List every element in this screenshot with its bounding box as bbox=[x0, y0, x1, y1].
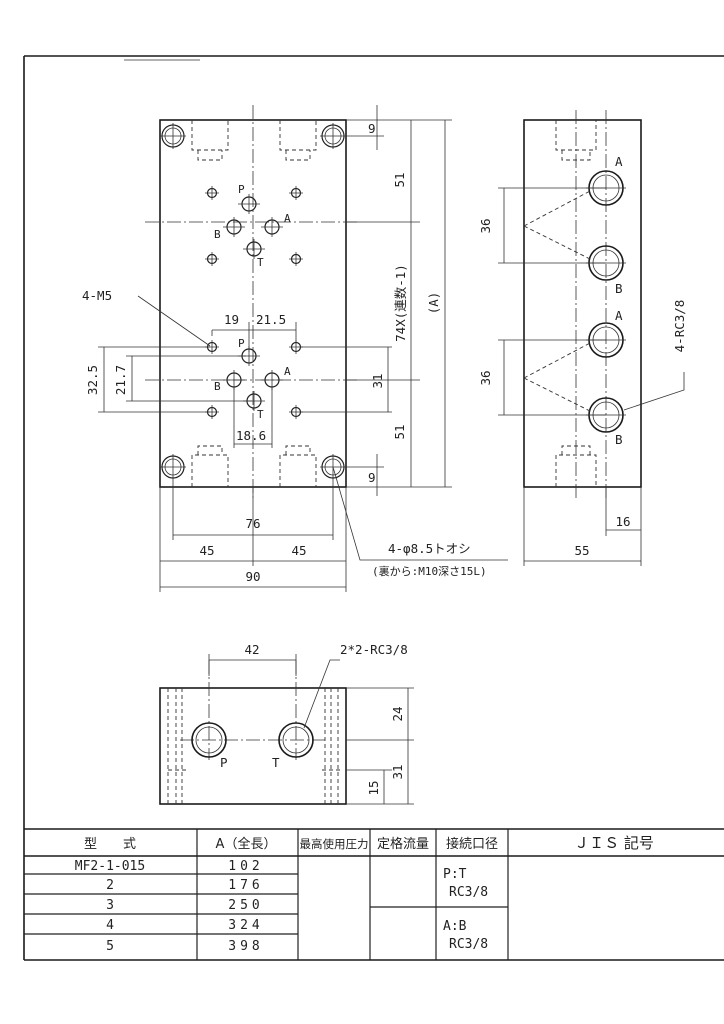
port-label-a: A bbox=[284, 365, 291, 378]
top-view-right-dims bbox=[300, 105, 452, 496]
header-model: 型 式 bbox=[84, 837, 136, 852]
dim-total-length: (A) bbox=[426, 292, 441, 315]
row-length: 102 bbox=[228, 859, 263, 874]
dim-31: 31 bbox=[370, 373, 385, 388]
row-model: 3 bbox=[106, 898, 114, 913]
end-view-outline bbox=[159, 687, 347, 805]
spec-table: 型 式 A（全長） 最高使用圧力 定格流量 接続口径 ＪＩＳ 記号 MF2-1-… bbox=[24, 828, 724, 960]
dim-9-bottom: 9 bbox=[368, 470, 376, 485]
row-model: 2 bbox=[106, 878, 114, 893]
dim-station-pitch: 74X(連数-1) bbox=[393, 264, 408, 342]
row-model: 5 bbox=[106, 939, 114, 954]
hole-note-line-1: 4-φ8.5トオシ bbox=[388, 541, 471, 556]
row-model: 4 bbox=[106, 918, 114, 933]
drawing-frame bbox=[23, 55, 724, 961]
station-1-ports bbox=[205, 186, 303, 266]
top-view: P A B T P A B T 9 9 51 51 74X(連数-1) (A) … bbox=[82, 59, 508, 592]
side-view-outline bbox=[523, 119, 642, 488]
row-model: MF2-1-015 bbox=[75, 859, 145, 874]
dim-51-bottom: 51 bbox=[392, 424, 407, 439]
row-length: 324 bbox=[228, 918, 263, 933]
end-view: 42 2*2-RC3/8 P T 24 31 15 bbox=[159, 642, 414, 805]
dim-42: 42 bbox=[244, 642, 259, 657]
side-label-4-rc3-8: 4-RC3/8 bbox=[672, 300, 687, 353]
side-port-label-b: B bbox=[615, 281, 623, 296]
header-max-pressure: 最高使用圧力 bbox=[300, 837, 369, 851]
ports-ab-label: A:B bbox=[443, 919, 467, 934]
dim-16: 16 bbox=[615, 514, 630, 529]
dim-21-5: 21.5 bbox=[256, 312, 286, 327]
dim-36-bottom: 36 bbox=[478, 370, 493, 385]
dim-18-6: 18.6 bbox=[236, 428, 266, 443]
hidden-bores bbox=[191, 120, 317, 487]
dim-45-left: 45 bbox=[199, 543, 214, 558]
dim-15: 15 bbox=[366, 780, 381, 795]
dim-24: 24 bbox=[390, 706, 405, 721]
ports-pt-label: P:T bbox=[443, 867, 467, 882]
end-label-2x2-rc3-8: 2*2-RC3/8 bbox=[340, 642, 408, 657]
port-label-b: B bbox=[214, 228, 221, 241]
dim-19: 19 bbox=[224, 312, 239, 327]
dim-9-top: 9 bbox=[368, 121, 376, 136]
side-port-label-a: A bbox=[615, 154, 623, 169]
end-view-ports bbox=[191, 722, 314, 758]
header-jis-symbol: ＪＩＳ 記号 bbox=[574, 834, 654, 852]
hole-note-line-2: (裏から:M10深さ15L) bbox=[372, 564, 487, 578]
end-port-label-t: T bbox=[272, 755, 280, 770]
port-label-a: A bbox=[284, 212, 291, 225]
header-port-size: 接続口径 bbox=[446, 836, 498, 852]
port-label-t: T bbox=[257, 256, 264, 269]
dim-32-5: 32.5 bbox=[85, 365, 100, 395]
port-label-t: T bbox=[257, 408, 264, 421]
header-length: A（全長） bbox=[216, 836, 277, 852]
row-length: 176 bbox=[228, 878, 263, 893]
dim-45-right: 45 bbox=[291, 543, 306, 558]
top-view-left-dims bbox=[98, 59, 297, 448]
side-port-label-a: A bbox=[615, 308, 623, 323]
ports-pt-size: RC3/8 bbox=[449, 885, 488, 900]
port-label-b: B bbox=[214, 380, 221, 393]
side-port-label-b: B bbox=[615, 432, 623, 447]
dim-90: 90 bbox=[245, 569, 260, 584]
label-4-m5: 4-M5 bbox=[82, 288, 112, 303]
side-view: 36 36 A B A B 4-RC3/8 16 55 bbox=[478, 110, 687, 566]
dim-21-7: 21.7 bbox=[113, 365, 128, 395]
port-label-p: P bbox=[238, 183, 245, 196]
row-length: 398 bbox=[228, 939, 263, 954]
dim-36-top: 36 bbox=[478, 218, 493, 233]
row-length: 250 bbox=[228, 898, 263, 913]
dim-31-end: 31 bbox=[390, 764, 405, 779]
top-view-bottom-dims bbox=[159, 466, 508, 592]
port-label-p: P bbox=[238, 337, 245, 350]
header-rated-flow: 定格流量 bbox=[377, 836, 429, 852]
end-port-label-p: P bbox=[220, 755, 228, 770]
dim-51-top: 51 bbox=[392, 172, 407, 187]
ports-ab-size: RC3/8 bbox=[449, 937, 488, 952]
dim-55: 55 bbox=[574, 543, 589, 558]
dim-76: 76 bbox=[245, 516, 260, 531]
